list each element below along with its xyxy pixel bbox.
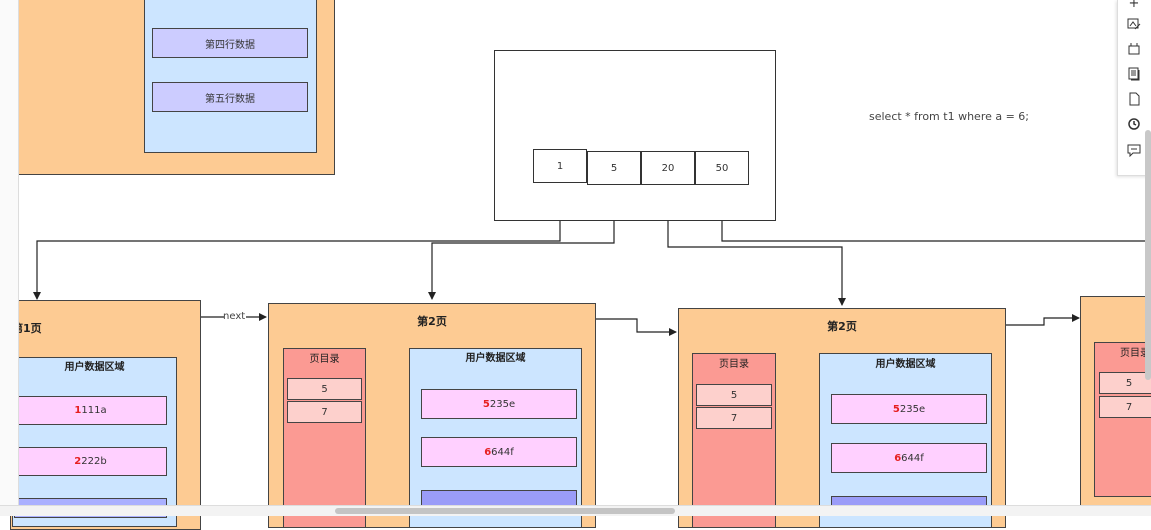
record-key: 6 (484, 446, 492, 458)
row5-label: 第五行数据 (205, 93, 255, 105)
root-key-label: 5 (610, 162, 618, 174)
page-3-directory-title: 页目录 (719, 359, 749, 370)
page-4-dir-slot-2: 7 (1099, 396, 1151, 418)
query-text: select * from t1 where a = 6; (869, 110, 1030, 123)
record-key: 1 (74, 405, 82, 416)
record-value: 644f (491, 446, 514, 458)
page-2-directory (283, 348, 366, 528)
root-node (494, 50, 776, 221)
record-value: 235e (489, 398, 516, 410)
page-4-dir-slot-1: 5 (1099, 372, 1151, 394)
record-key: 6 (894, 452, 902, 464)
page-3-title: 第2页 (827, 320, 857, 333)
page-2-dir-slot-2: 7 (287, 401, 362, 423)
page-2-dir-slot-1: 5 (287, 378, 362, 400)
left-panel-edge (0, 0, 19, 516)
dir-slot-label: 5 (730, 389, 738, 401)
page-4-directory (1094, 342, 1151, 497)
root-key-4: 50 (695, 151, 749, 185)
dir-slot-label: 5 (321, 383, 328, 395)
record-key: 2 (74, 456, 82, 467)
dir-slot-label: 5 (1125, 377, 1133, 389)
page-3-dir-slot-1: 5 (696, 384, 772, 406)
plus-icon[interactable]: + (1128, 0, 1140, 11)
top-user-data-region (144, 0, 317, 153)
root-key-3: 20 (641, 151, 695, 185)
page-2-directory-title: 页目录 (309, 354, 340, 365)
page-icon[interactable] (1126, 92, 1142, 108)
page-1-region-title: 用户数据区域 (64, 362, 125, 373)
root-key-label: 50 (715, 162, 729, 174)
page-3-dir-slot-2: 7 (696, 407, 772, 429)
image-edit-icon[interactable] (1126, 17, 1142, 33)
row5-box: 第五行数据 (152, 82, 308, 112)
root-key-label: 20 (661, 162, 675, 174)
page-3-directory (692, 353, 776, 528)
record-value: 235e (899, 403, 926, 415)
root-key-1: 1 (533, 149, 587, 183)
dir-slot-label: 7 (321, 406, 328, 418)
comment-icon[interactable] (1126, 143, 1142, 159)
page-3-region-title: 用户数据区域 (875, 359, 936, 370)
root-key-label: 1 (556, 160, 564, 172)
row4-label: 第四行数据 (205, 39, 255, 51)
record-key: 5 (892, 403, 900, 415)
page-2-region-title: 用户数据区域 (465, 353, 526, 364)
history-icon[interactable] (1126, 117, 1142, 133)
page-4-directory-title: 页目录 (1120, 348, 1150, 359)
record-value: 644f (901, 452, 924, 464)
page-2-title: 第2页 (417, 315, 447, 328)
record-key: 5 (482, 398, 490, 410)
vertical-scrollbar[interactable] (1145, 130, 1151, 380)
record-value: 111a (81, 405, 107, 416)
page-1-title: 第1页 (12, 322, 42, 335)
horizontal-scrollbar-thumb[interactable] (335, 508, 675, 514)
frame-icon[interactable] (1126, 42, 1142, 58)
dir-slot-label: 7 (1125, 401, 1133, 413)
copy-doc-icon[interactable] (1126, 67, 1142, 83)
next-label: next (223, 311, 246, 322)
record-value: 222b (81, 456, 107, 467)
row4-box: 第四行数据 (152, 28, 308, 58)
root-key-2: 5 (587, 151, 641, 185)
dir-slot-label: 7 (730, 412, 738, 424)
